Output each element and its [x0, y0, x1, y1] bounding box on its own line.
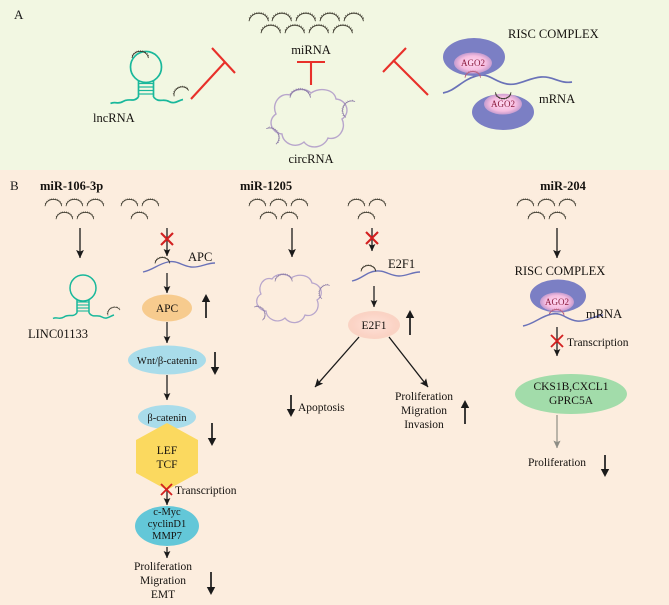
ago2-inner-b [540, 292, 574, 312]
transcription-label-2: Transcription [567, 337, 629, 349]
outcome-migration-2: Migration [401, 405, 447, 417]
e2f1-mrna-strand: E2F1 [351, 257, 421, 282]
outcomes-mir-1205-right: Proliferation Migration Invasion [395, 391, 453, 431]
trend-down-wnt [210, 352, 220, 375]
outcome-migration-1: Migration [140, 575, 186, 587]
lncrna-structure: lncRNA [93, 49, 190, 125]
node-apc-label: APC [156, 303, 179, 315]
trend-down-apoptosis [286, 395, 296, 417]
circrna-structure-b [253, 272, 331, 324]
e2f1-mrna-label: E2F1 [388, 257, 415, 271]
inhibition-risc-to-mirna [382, 47, 429, 96]
linc01133-label: LINC01133 [28, 327, 88, 341]
outcome-apoptosis-group: Apoptosis [286, 395, 345, 417]
node-e2f1-label: E2F1 [362, 320, 387, 332]
inhibition-circrna-to-mirna [297, 60, 325, 85]
panel-a-letter: A [14, 7, 24, 22]
outcomes-mir-106-3p: Proliferation Migration EMT [134, 561, 192, 601]
cross-icon-2 [160, 483, 173, 496]
risc-complex-label-b: RISC COMPLEX [515, 264, 606, 278]
ago2-label-b: AGO2 [545, 297, 569, 307]
outcome-invasion-2: Invasion [404, 419, 444, 431]
cross-icon-3 [365, 231, 379, 245]
node-cks1b-cxcl1-gprc5a: CKS1B,CXCL1 GPRC5A [515, 374, 627, 414]
blocked-arrow-mir106-apc [160, 228, 174, 257]
panel-b-letter: B [10, 178, 19, 193]
apc-mrna-label: APC [188, 250, 212, 264]
risc-complex-a: RISC COMPLEX AGO2 AGO2 mRNA [442, 27, 599, 130]
section-header-mir-204: miR-204 [540, 179, 587, 193]
cross-icon-1 [160, 232, 174, 246]
trend-up-apc [201, 294, 211, 318]
linc01133-structure: LINC01133 [28, 274, 121, 341]
node-bcatenin: β-catenin [138, 405, 196, 429]
node-gprc5a-label: GPRC5A [549, 395, 594, 407]
node-wnt-bcatenin: Wnt/β-catenin [128, 345, 206, 375]
node-lef-tcf: LEF TCF [136, 423, 198, 490]
node-tcf-label: TCF [156, 459, 177, 471]
risc-complex-b: AGO2 mRNA [522, 279, 622, 327]
outcome-emt-1: EMT [151, 589, 175, 601]
inhibition-lncrna-to-mirna [190, 47, 236, 100]
node-mmp7-label: MMP7 [152, 531, 182, 542]
lncrna-label: lncRNA [93, 111, 135, 125]
section-header-mir-106-3p: miR-106-3p [40, 179, 103, 193]
blocked-transcription-1: Transcription [160, 483, 237, 506]
blocked-arrow-mir1205-e2f1 [365, 228, 379, 252]
ago2-label-bottom: AGO2 [491, 99, 515, 109]
apc-mrna-strand: APC [142, 250, 216, 273]
mrna-strand-a [442, 74, 573, 94]
node-wnt-bcatenin-label: Wnt/β-catenin [137, 356, 198, 367]
node-cks1b-cxcl1-label: CKS1B,CXCL1 [533, 381, 608, 393]
trend-down-proliferation-3 [600, 455, 610, 477]
node-apc: APC [142, 294, 192, 322]
node-cmyc-cyclind1-mmp7: c-Myc cyclinD1 MMP7 [135, 506, 199, 546]
transcription-label-1: Transcription [175, 485, 237, 497]
outcome-apoptosis: Apoptosis [298, 402, 345, 414]
ago2-inner-top [454, 52, 492, 74]
arrow-e2f1-to-proliferation [388, 336, 429, 388]
node-bcatenin-label: β-catenin [147, 413, 187, 424]
trend-down-bcatenin [207, 423, 217, 446]
outcome-proliferation-2: Proliferation [395, 391, 453, 403]
circrna-structure: circRNA [265, 87, 356, 166]
outcome-proliferation-1: Proliferation [134, 561, 192, 573]
mrna-strand-b [522, 312, 604, 327]
node-cyclind1-label: cyclinD1 [148, 519, 187, 530]
ago2-label-top: AGO2 [461, 58, 485, 68]
arrow-e2f1-to-apoptosis [314, 336, 360, 388]
circrna-label: circRNA [288, 152, 333, 166]
mirna-cluster: miRNA [248, 11, 365, 57]
node-e2f1: E2F1 [348, 311, 400, 339]
mirna-label: miRNA [291, 43, 331, 57]
panel-a-background [0, 0, 669, 170]
risc-complex-label-a: RISC COMPLEX [508, 27, 599, 41]
mrna-label-b: mRNA [586, 307, 622, 321]
trend-up-e2f1 [405, 310, 415, 335]
trend-up-outcomes-2 [460, 400, 470, 424]
node-lef-label: LEF [157, 445, 177, 457]
node-cmyc-label: c-Myc [153, 507, 181, 518]
mrna-label-a: mRNA [539, 92, 575, 106]
trend-down-outcomes-1 [206, 572, 216, 595]
cross-icon-4 [550, 334, 564, 348]
ago2-inner-bottom [484, 93, 522, 115]
outcome-proliferation-3: Proliferation [528, 457, 586, 469]
section-header-mir-1205: miR-1205 [240, 179, 292, 193]
blocked-transcription-2: Transcription [550, 327, 629, 357]
